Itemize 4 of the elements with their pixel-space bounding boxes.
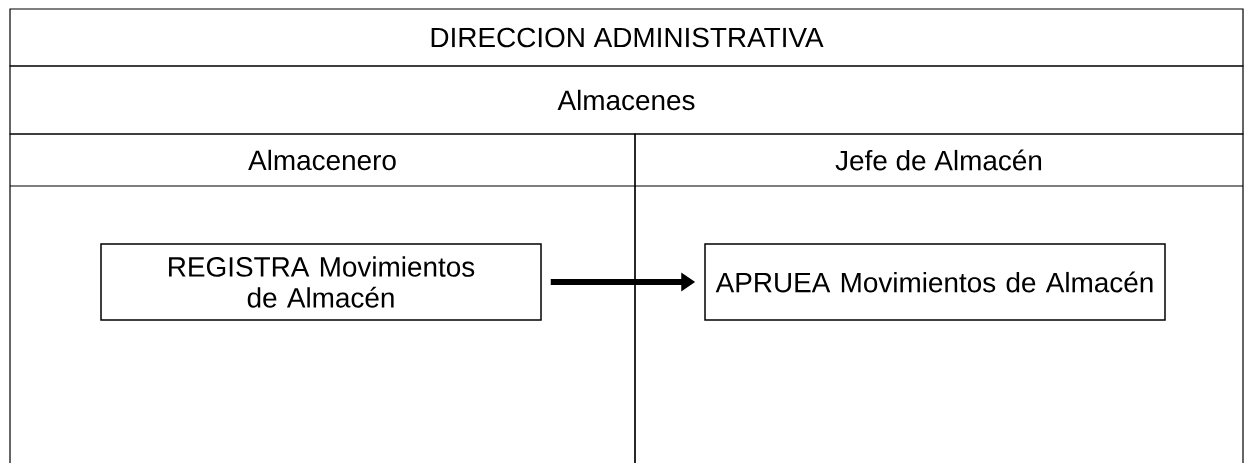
header-band: Almacenes [9, 65, 1244, 135]
header-band: DIRECCION ADMINISTRATIVA [9, 8, 1244, 67]
process-box: APRUEA Movimientos de Almacén [704, 243, 1166, 321]
process-box: REGISTRA Movimientos de Almacén [100, 243, 542, 321]
